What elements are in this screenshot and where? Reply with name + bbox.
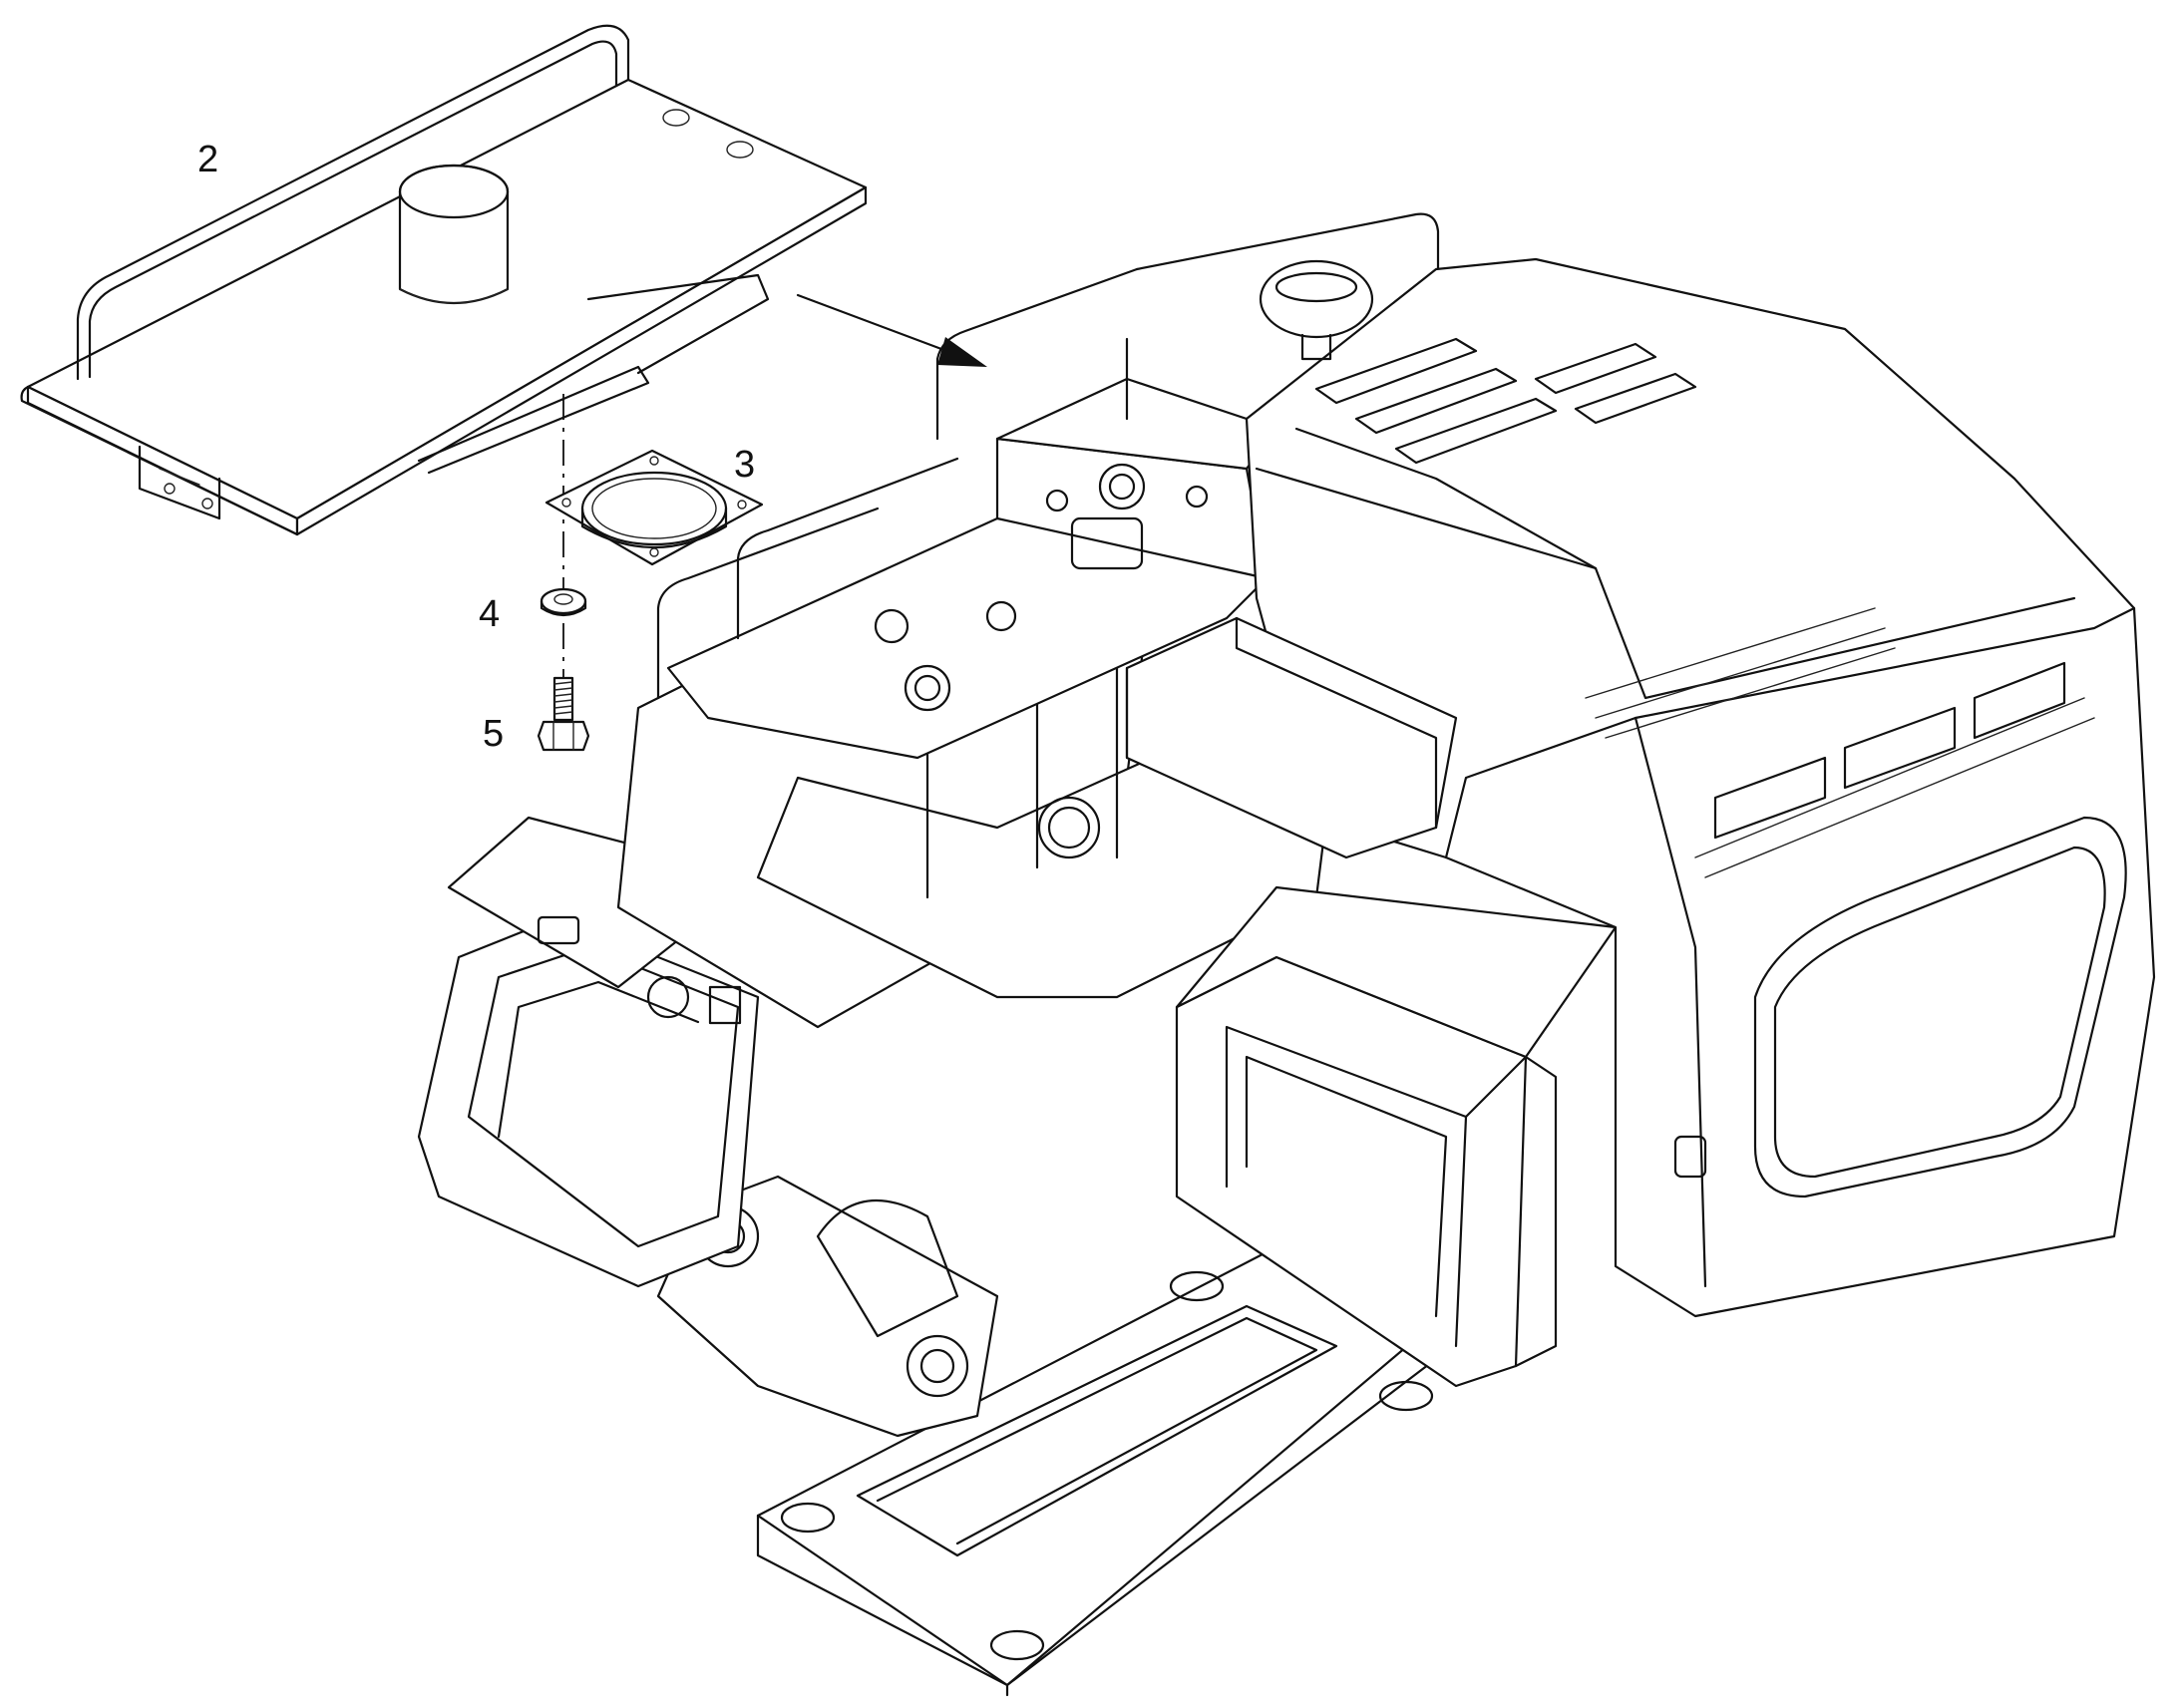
gasket-flange-part — [545, 449, 764, 566]
assembly-arrow — [796, 293, 987, 367]
bolt-part — [537, 676, 590, 752]
cover-plate-part — [20, 24, 868, 536]
callout-2: 2 — [197, 139, 218, 180]
callout-5: 5 — [483, 713, 504, 755]
callout-labels: 2 3 4 5 — [197, 139, 755, 755]
callout-3: 3 — [734, 444, 755, 486]
washer-part — [540, 587, 587, 617]
callout-4: 4 — [479, 593, 500, 635]
machine-frame — [417, 212, 2156, 1697]
